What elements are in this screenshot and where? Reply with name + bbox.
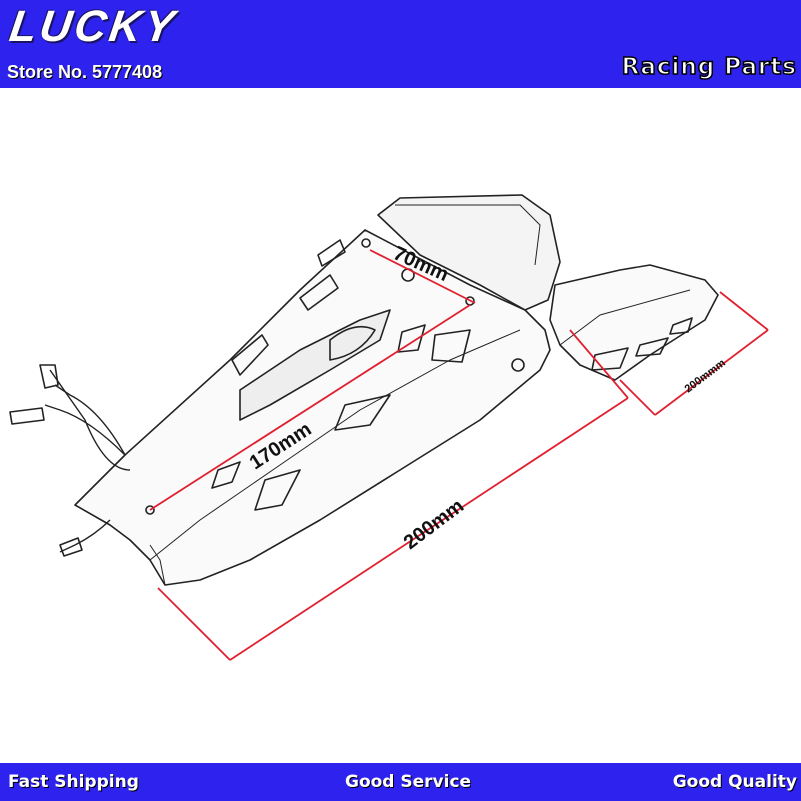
dimension-line-170mm xyxy=(149,304,471,511)
dimension-line-side xyxy=(654,329,769,416)
product-drawing: 70mm 170mm 200mm 200mmm xyxy=(9,194,769,661)
extension-line-left xyxy=(157,587,231,661)
header-banner: LUCKY Store No. 5777408 Racing Parts xyxy=(0,0,801,88)
category-label: Racing Parts xyxy=(621,53,797,81)
fender-outline xyxy=(9,194,719,586)
dimension-lines xyxy=(149,249,769,661)
fast-shipping-label: Fast Shipping xyxy=(8,772,139,792)
store-number: Store No. 5777408 xyxy=(7,62,163,82)
good-quality-label: Good Quality xyxy=(672,772,797,792)
extension-line-side-top xyxy=(719,291,769,331)
good-service-label: Good Service xyxy=(345,772,472,792)
dimension-line-70mm xyxy=(369,249,476,304)
extension-line-right xyxy=(569,329,629,399)
extension-line-side-bottom xyxy=(619,379,656,416)
dimension-line-200mm xyxy=(229,397,629,661)
label-200mm: 200mm xyxy=(400,495,468,554)
footer-banner: Fast Shipping Good Service Good Quality xyxy=(0,763,801,801)
brand-logo: LUCKY xyxy=(6,2,181,51)
label-200mm-side: 200mmm xyxy=(683,357,728,395)
